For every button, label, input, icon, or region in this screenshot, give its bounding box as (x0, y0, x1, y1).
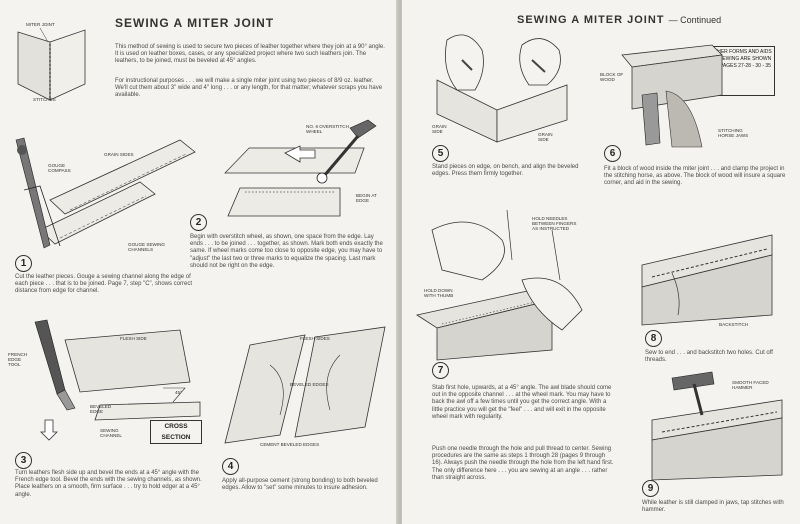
label-cement-beveled-edges: CEMENT BEVELED EDGES (260, 442, 320, 447)
step-5-number: 5 (432, 145, 449, 162)
label-begin-at-edge: BEGIN AT EDGE (356, 193, 377, 204)
step-6-illustration (621, 44, 723, 148)
right-page: SEWING A MITER JOINT — Continued GRAIN S… (402, 0, 800, 524)
step-7-text-1: Stab first hole, upwards, at a 45° angle… (432, 385, 612, 420)
label-smooth-faced-hammer: SMOOTH FACED HAMMER (732, 380, 769, 391)
label-grain-sides: GRAIN SIDES (104, 152, 134, 157)
label-overstitch-wheel: NO. 6 OVERSTITCH WHEEL (306, 124, 349, 135)
label-block-of-wood: BLOCK OF WOOD (600, 72, 624, 83)
intro-paragraph-2: For instructional purposes . . . we will… (115, 78, 383, 99)
label-flesh-sides: FLESH SIDES (300, 336, 330, 341)
step-8-number: 8 (645, 330, 662, 347)
step-6-text: Fit a block of wood inside the miter joi… (604, 166, 786, 187)
step-3-illustration (34, 319, 201, 441)
step-5-text: Stand pieces on edge, on bench, and alig… (432, 164, 579, 178)
step-4-number: 4 (222, 458, 239, 475)
step-4-text: Apply all-purpose cement (strong bonding… (222, 478, 378, 492)
label-french-edge-tool: FRENCH EDGE TOOL (8, 352, 28, 368)
label-backstitch: BACKSTITCH (719, 322, 749, 327)
step-1-number: 1 (15, 255, 32, 272)
step-5-illustration (436, 34, 568, 143)
step-3-number: 3 (15, 452, 32, 469)
step-9-illustration (651, 371, 783, 481)
step-7-illustration (415, 209, 583, 361)
step-3-text: Turn leathers flesh side up and bevel th… (15, 470, 202, 498)
step-9-number: 9 (642, 480, 659, 497)
step-1-text: Cut the leather pieces. Gouge a sewing c… (15, 274, 193, 295)
intro-paragraph-1: This method of sewing is used to secure … (115, 44, 385, 65)
label-gouge-compass: GOUGE COMPASS (48, 163, 71, 174)
step-4-illustration (224, 326, 386, 444)
step-8-illustration (641, 234, 773, 326)
miter-joint-illustration (17, 27, 86, 101)
title-continued: — Continued (668, 15, 722, 25)
step-1-illustration (15, 137, 196, 249)
label-beveled-edges: BEVELED EDGES (290, 382, 329, 387)
step-7-number: 7 (432, 362, 449, 379)
label-miter-joint: MITER JOINT (26, 22, 55, 27)
label-beveled-edge: BEVELED EDGE (90, 404, 112, 415)
label-stitches: STITCHES (33, 97, 56, 102)
label-45-degrees: 45° (175, 390, 182, 395)
label-grain-side-1: GRAIN SIDE (432, 124, 447, 135)
label-flesh-side: FLESH SIDE (120, 336, 147, 341)
page-title-text: SEWING A MITER JOINT (517, 14, 665, 26)
label-sewing-channel: SEWING CHANNEL (100, 428, 122, 439)
label-hold-down-with-thumb: HOLD DOWN WITH THUMB (424, 288, 454, 299)
step-6-number: 6 (604, 145, 621, 162)
page-title: SEWING A MITER JOINT (115, 16, 275, 30)
cross-section-box: CROSS SECTION (150, 420, 202, 444)
label-stitching-horse-jaws: STITCHING HORSE JAWS (718, 128, 749, 139)
label-gouge-sewing-channels: GOUGE SEWING CHANNELS (128, 242, 166, 253)
page-title-continued: SEWING A MITER JOINT — Continued (517, 14, 721, 26)
step-2-illustration (224, 119, 377, 217)
step-7-text-2: Push one needle through the hole and pul… (432, 446, 614, 481)
step-2-text: Begin with overstitch wheel, as shown, o… (190, 234, 383, 269)
label-grain-side-2: GRAIN SIDE (538, 132, 553, 143)
step-8-text: Sew to end . . . and backstitch two hole… (645, 350, 773, 364)
step-9-text: While leather is still clamped in jaws, … (642, 500, 784, 514)
left-page: SEWING A MITER JOINT MITER JOINT STITCHE… (0, 0, 398, 524)
book-gutter (396, 0, 404, 524)
label-hold-needles: HOLD NEEDLES BETWEEN FINGERS AS INSTRUCT… (532, 216, 577, 232)
step-2-number: 2 (190, 214, 207, 231)
